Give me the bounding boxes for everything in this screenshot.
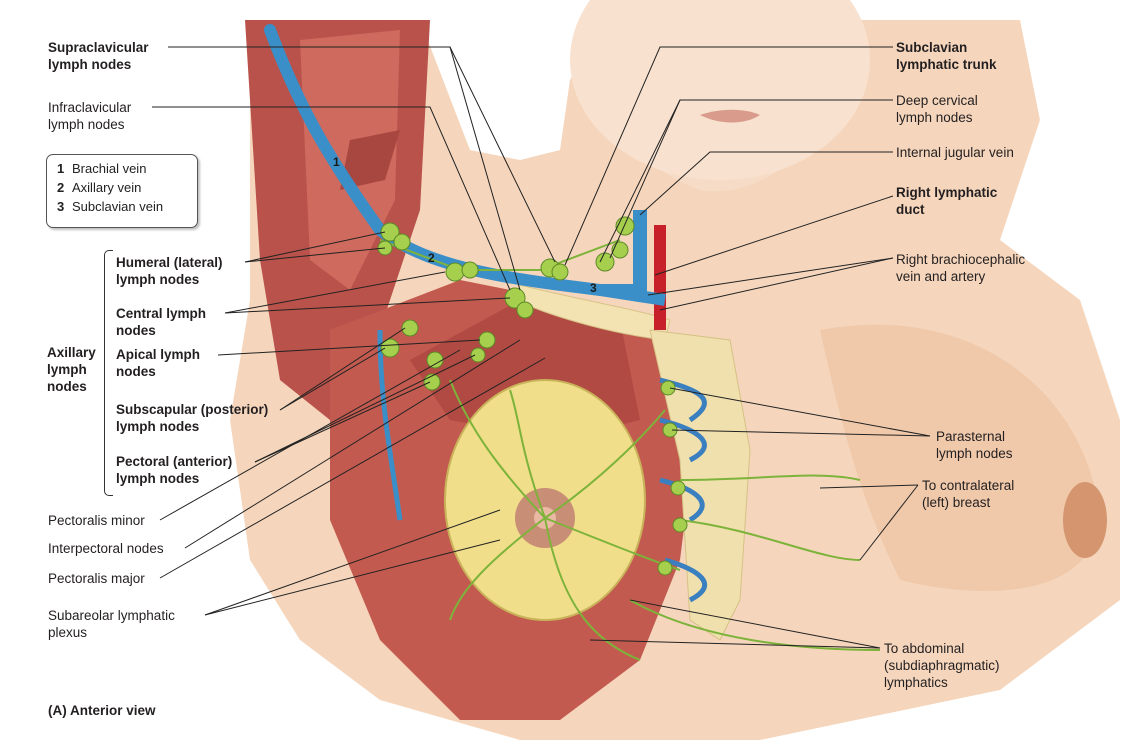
key-item-3: 3 Subclavian vein	[57, 198, 163, 215]
label-axillary: Axillary lymph nodes	[47, 345, 96, 394]
key-num: 1	[57, 161, 65, 176]
key-label: Subclavian vein	[72, 199, 164, 214]
key-num: 3	[57, 199, 65, 214]
label-supraclavicular: Supraclavicular lymph nodes	[48, 40, 149, 72]
svg-text:2: 2	[428, 251, 435, 265]
leader-lines-right	[564, 46, 931, 649]
label-parasternal: Parasternal lymph nodes	[936, 429, 1013, 461]
mammary-gland	[444, 379, 646, 621]
key-item-2: 2 Axillary vein	[57, 179, 141, 196]
axillary-brace	[104, 250, 113, 496]
label-internal-jugular: Internal jugular vein	[896, 145, 1014, 160]
vessels	[264, 24, 707, 603]
key-item-1: 1 Brachial vein	[57, 160, 146, 177]
label-brachiocephalic: Right brachiocephalic vein and artery	[896, 252, 1026, 284]
label-abdominal: To abdominal (subdiaphragmatic) lymphati…	[884, 641, 1000, 690]
vessel-key: 1 Brachial vein 2 Axillary vein 3 Subclavia…	[46, 154, 198, 228]
key-num: 2	[57, 180, 65, 195]
label-humeral: Humeral (lateral) lymph nodes	[116, 255, 223, 287]
key-label: Axillary vein	[72, 180, 142, 195]
label-contralateral: To contralateral (left) breast	[922, 478, 1015, 510]
vessel-numbers: 1 2 3	[333, 155, 597, 295]
label-interpectoral: Interpectoral nodes	[48, 541, 164, 556]
svg-text:3: 3	[590, 281, 597, 295]
label-subareolar: Subareolar lymphatic plexus	[48, 608, 175, 640]
bones	[514, 284, 751, 641]
label-pectoralis-minor: Pectoralis minor	[48, 513, 145, 528]
label-infraclavicular: Infraclavicular lymph nodes	[48, 100, 132, 132]
label-right-lymphatic-duct: Right lymphatic duct	[896, 185, 998, 217]
label-apical: Apical lymph nodes	[116, 347, 201, 379]
label-deep-cervical: Deep cervical lymph nodes	[896, 93, 978, 125]
label-subclavian-trunk: Subclavian lymphatic trunk	[896, 40, 997, 72]
key-label: Brachial vein	[72, 161, 147, 176]
label-pectoralis-major: Pectoralis major	[48, 571, 145, 586]
label-subscapular: Subscapular (posterior) lymph nodes	[116, 402, 269, 434]
label-pectoral: Pectoral (anterior) lymph nodes	[116, 454, 233, 486]
leader-lines-left	[152, 46, 556, 616]
label-central: Central lymph nodes	[116, 306, 207, 338]
label-view: (A) Anterior view	[48, 703, 156, 718]
svg-text:1: 1	[333, 155, 340, 169]
